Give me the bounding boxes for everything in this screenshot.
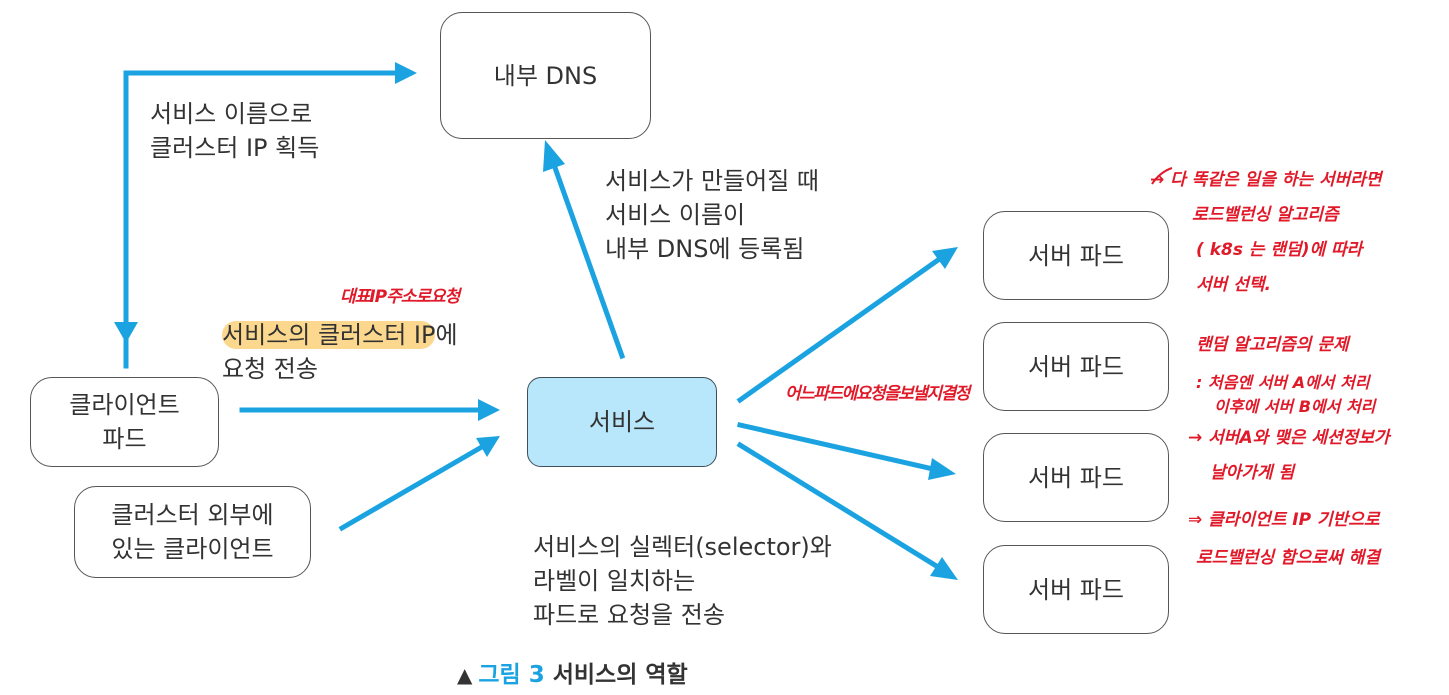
arrowhead-dns: [395, 62, 417, 84]
figure-caption: ▲그림 3 서비스의 역할: [457, 655, 688, 689]
client-pod-label-line1: 클라이언트: [69, 391, 180, 419]
arrow-service-to-pod-4: [736, 441, 942, 571]
client-pod-node: 클라이언트 파드: [30, 377, 219, 467]
service-label: 서비스: [588, 408, 656, 436]
annotation-representative-ip: 대표IP주소로요청: [340, 287, 460, 307]
dns-lookup-label: 서비스 이름으로 클러스터 IP 획득: [150, 97, 319, 165]
handwritten-arrow: [1151, 167, 1173, 185]
arrowhead-pod-3: [928, 458, 956, 480]
server-pod-label: 서버 파드: [1028, 463, 1124, 492]
server-pod-label: 서버 파드: [1028, 241, 1124, 270]
arrow-service-to-dns: [549, 158, 626, 360]
arrowhead-dns-register: [543, 140, 565, 172]
external-client-node: 클러스터 외부에 있는 클라이언트: [74, 486, 311, 578]
arrow-client-to-dns: [123, 70, 398, 369]
dns-register-line2: 서비스 이름이: [605, 201, 746, 229]
dns-lookup-line2: 클러스터 IP 획득: [150, 134, 320, 162]
selector-line1: 서비스의 실렉터(selector)와: [533, 533, 832, 561]
annotation-same-work: → 다 똑같은 일을 하는 서버라면: [1150, 170, 1382, 190]
dns-register-line1: 서비스가 만들어질 때: [605, 167, 819, 195]
annotation-which-pod: 어느파드에요청을보낼지결정: [785, 384, 970, 404]
selector-line3: 파드로 요청을 전송: [533, 601, 725, 629]
cluster-ip-highlight: 서비스의 클러스터 IP: [222, 321, 436, 349]
arrowhead-client-pod: [114, 322, 138, 343]
request-line2: 요청 전송: [222, 355, 318, 383]
request-suffix: 에: [435, 321, 458, 349]
annotation-server-select: 서버 선택.: [1196, 275, 1271, 295]
caption-marker: ▲: [457, 663, 473, 687]
server-pod-label: 서버 파드: [1028, 352, 1124, 381]
arrowhead-service-from-pod: [478, 399, 500, 421]
arrow-service-to-pod-1: [736, 256, 942, 404]
arrow-external-to-service: [338, 444, 484, 532]
annotation-random-problem: 랜덤 알고리즘의 문제: [1196, 335, 1349, 355]
server-pod-node: 서버 파드: [983, 545, 1169, 634]
service-node: 서비스: [527, 377, 717, 467]
annotation-session-lost-2: 날아가게 됨: [1210, 463, 1295, 483]
server-pod-node: 서버 파드: [983, 433, 1169, 522]
server-pod-label: 서버 파드: [1028, 575, 1124, 604]
external-client-label-line2: 있는 클라이언트: [111, 535, 274, 563]
annotation-k8s-random: ( k8s 는 랜덤)에 따라: [1196, 240, 1363, 260]
arrowhead-pod-1: [932, 247, 958, 269]
annotation-first-server-a: : 처음엔 서버 A에서 처리: [1196, 373, 1370, 392]
external-client-label-line1: 클러스터 외부에: [111, 501, 274, 529]
annotation-session-lost-1: → 서버A와 맺은 세션정보가: [1188, 428, 1390, 448]
annotation-lb-algorithm: 로드밸런싱 알고리즘: [1192, 205, 1339, 225]
selector-label: 서비스의 실렉터(selector)와 라벨이 일치하는 파드로 요청을 전송: [533, 530, 832, 632]
server-pod-node: 서버 파드: [983, 322, 1169, 411]
server-pod-node: 서버 파드: [983, 211, 1169, 300]
caption-number: 그림 3: [478, 662, 545, 688]
arrow-service-to-pod-3: [737, 422, 936, 472]
arrowhead-pod-4: [930, 557, 958, 580]
dns-register-line3: 내부 DNS에 등록됨: [605, 235, 805, 263]
internal-dns-node: 내부 DNS: [440, 12, 651, 139]
client-pod-label-line2: 파드: [102, 425, 147, 453]
dns-register-label: 서비스가 만들어질 때 서비스 이름이 내부 DNS에 등록됨: [605, 164, 819, 266]
dns-lookup-line1: 서비스 이름으로: [150, 100, 313, 128]
request-label: 서비스의 클러스터 IP에 요청 전송: [222, 318, 458, 386]
arrowhead-service-from-external: [476, 436, 500, 457]
selector-line2: 라벨이 일치하는: [533, 567, 696, 595]
annotation-solution-2: 로드밸런싱 함으로써 해결: [1196, 548, 1380, 568]
annotation-solution-1: ⇒ 클라이언트 IP 기반으로: [1188, 510, 1380, 530]
caption-title: 서비스의 역할: [552, 662, 688, 688]
annotation-then-server-b: 이후에 서버 B에서 처리: [1214, 397, 1376, 416]
internal-dns-label: 내부 DNS: [493, 61, 598, 90]
